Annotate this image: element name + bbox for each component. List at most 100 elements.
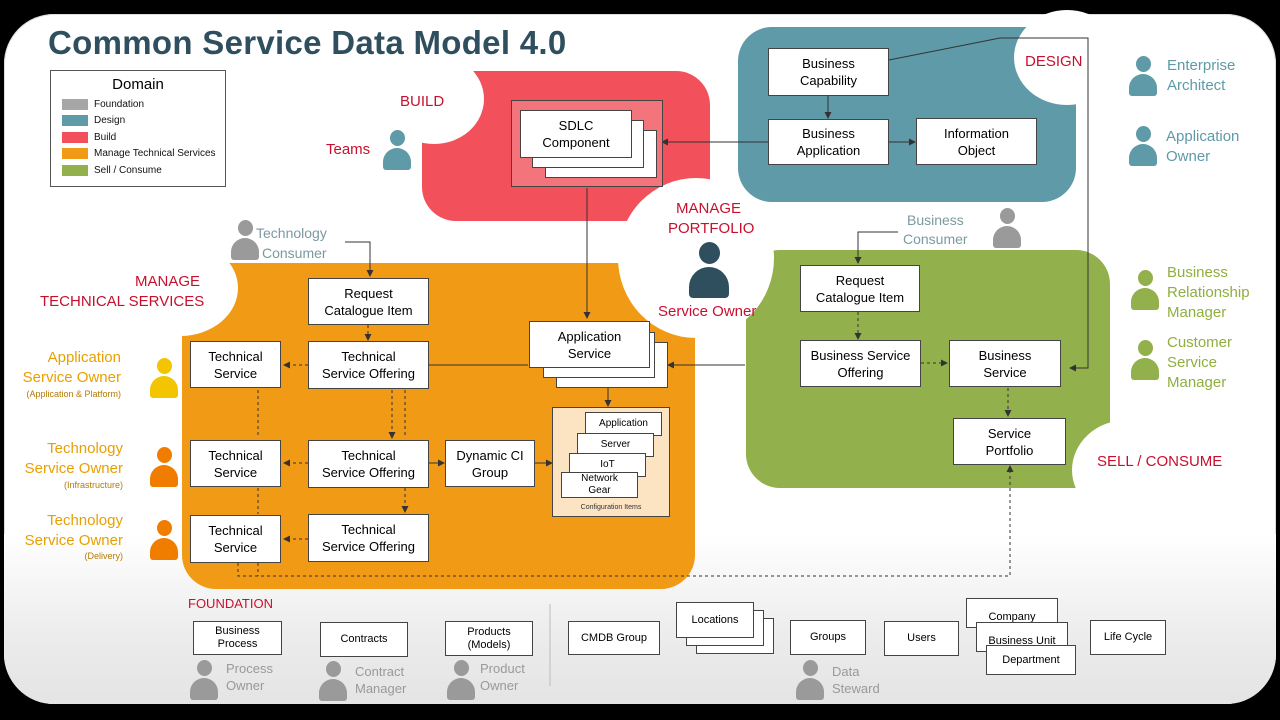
groups-box[interactable]: Groups	[790, 620, 866, 655]
enterprise-architect-label-2: Architect	[1167, 77, 1226, 94]
contract-manager-icon	[319, 661, 347, 701]
business-consumer-label-1: Business	[907, 212, 964, 228]
department-box[interactable]: Department	[986, 645, 1076, 675]
life-cycle-box[interactable]: Life Cycle	[1090, 620, 1166, 655]
business-consumer-icon	[993, 208, 1021, 248]
legend-swatch	[62, 131, 88, 143]
legend-item-design: Design	[51, 113, 225, 130]
csm-label-3: Manager	[1167, 374, 1227, 391]
tech-service-owner-infra-icon	[150, 447, 178, 487]
design-heading: DESIGN	[1025, 53, 1083, 70]
app-service-owner-label-1: Application	[47, 349, 121, 366]
legend-title: Domain	[112, 76, 164, 93]
region-notch	[122, 240, 238, 336]
tech-service-owner-infra-label-2: Service Owner	[24, 460, 123, 477]
technology-consumer-label-1: Technology	[256, 225, 327, 241]
brm-label-1: Business	[1167, 264, 1228, 281]
technology-consumer-icon	[231, 220, 259, 260]
legend-swatch	[62, 164, 88, 176]
foundation-heading: FOUNDATION	[188, 596, 273, 611]
legend-item-manage: Manage Technical Services	[51, 146, 225, 163]
process-owner-label-2: Owner	[226, 678, 265, 693]
legend-item-build: Build	[51, 129, 225, 146]
application-owner-icon	[1129, 126, 1157, 166]
product-owner-label-1: Product	[480, 661, 525, 676]
business-consumer-label-2: Consumer	[903, 231, 968, 247]
tech-service-owner-delivery-caption: (Delivery)	[84, 551, 123, 561]
sell-heading: SELL / CONSUME	[1097, 453, 1223, 470]
users-box[interactable]: Users	[884, 621, 959, 656]
brm-label-3: Manager	[1167, 304, 1227, 321]
technology-consumer-label-2: Consumer	[262, 245, 327, 261]
brm-label-2: Relationship	[1167, 284, 1250, 301]
app-service-owner-icon	[150, 358, 178, 398]
application-owner-label-2: Owner	[1166, 148, 1211, 165]
region-notch	[1072, 420, 1182, 520]
product-owner-icon	[447, 660, 475, 700]
tech-service-owner-infra-caption: (Infrastructure)	[63, 480, 123, 490]
legend-swatch	[62, 115, 88, 127]
ci-application-box[interactable]: Application	[585, 412, 662, 436]
data-steward-icon	[796, 660, 824, 700]
contract-manager-label-1: Contract	[355, 664, 405, 679]
process-owner-label-1: Process	[226, 661, 273, 676]
manage-portfolio-heading-2: PORTFOLIO	[668, 220, 755, 237]
contract-manager-label-2: Manager	[355, 681, 407, 696]
teams-label: Teams	[326, 141, 371, 158]
tech-service-owner-delivery-icon	[150, 520, 178, 560]
page-title: Common Service Data Model 4.0	[48, 24, 567, 61]
enterprise-architect-icon	[1129, 56, 1157, 96]
cmdb-group-box[interactable]: CMDB Group	[568, 621, 660, 655]
tech-service-owner-infra-label-1: Technology	[47, 440, 123, 457]
app-service-owner-caption: (Application & Platform)	[26, 389, 121, 399]
locations-box[interactable]: Locations	[676, 602, 754, 638]
data-steward-label-1: Data	[832, 664, 860, 679]
legend-swatch	[62, 148, 88, 160]
service-owner-label: Service Owner	[658, 303, 757, 320]
tech-service-owner-delivery-label-1: Technology	[47, 512, 123, 529]
configuration-items-caption: Configuration Items	[580, 504, 642, 511]
process-owner-icon	[190, 660, 218, 700]
manage-portfolio-heading-1: MANAGE	[676, 200, 742, 217]
legend-swatch	[62, 98, 88, 110]
app-service-owner-label-2: Service Owner	[22, 369, 121, 386]
contracts-box[interactable]: Contracts	[320, 622, 408, 657]
product-owner-label-2: Owner	[480, 678, 519, 693]
service-owner-icon	[689, 242, 729, 298]
manage-tech-heading-2: TECHNICAL SERVICES	[40, 293, 205, 310]
domain-legend: Domain Foundation Design Build Manage Te…	[50, 70, 226, 187]
legend-item-sell: Sell / Consume	[51, 162, 225, 179]
teams-person-icon	[383, 130, 411, 170]
tech-service-owner-delivery-label-2: Service Owner	[24, 532, 123, 549]
build-heading: BUILD	[400, 93, 445, 110]
customer-service-manager-icon	[1131, 340, 1159, 380]
data-steward-label-2: Steward	[832, 681, 880, 696]
csm-label-2: Service	[1167, 354, 1218, 371]
enterprise-architect-label-1: Enterprise	[1167, 57, 1236, 74]
manage-portfolio-circle	[618, 178, 774, 338]
products-box[interactable]: Products(Models)	[445, 621, 533, 656]
business-relationship-manager-icon	[1131, 270, 1159, 310]
region-notch	[384, 54, 484, 144]
legend-item-foundation: Foundation	[51, 96, 225, 113]
